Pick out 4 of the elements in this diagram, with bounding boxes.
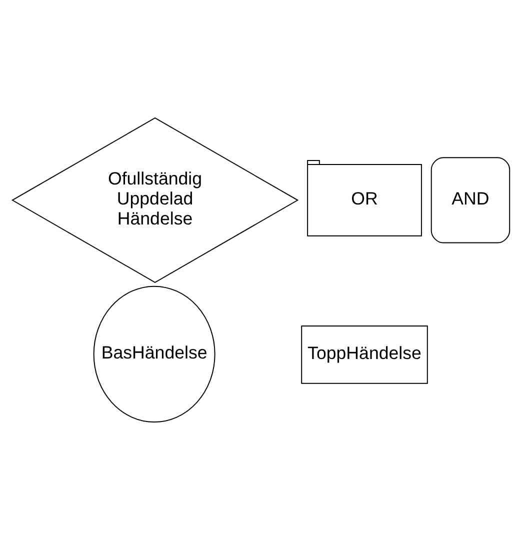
node-diamond: Ofullständig Uppdelad Händelse [11,116,299,282]
node-ellipse: BasHändelse [93,285,216,422]
node-box: AND [430,156,510,243]
node-box: ToppHändelse [301,324,428,384]
